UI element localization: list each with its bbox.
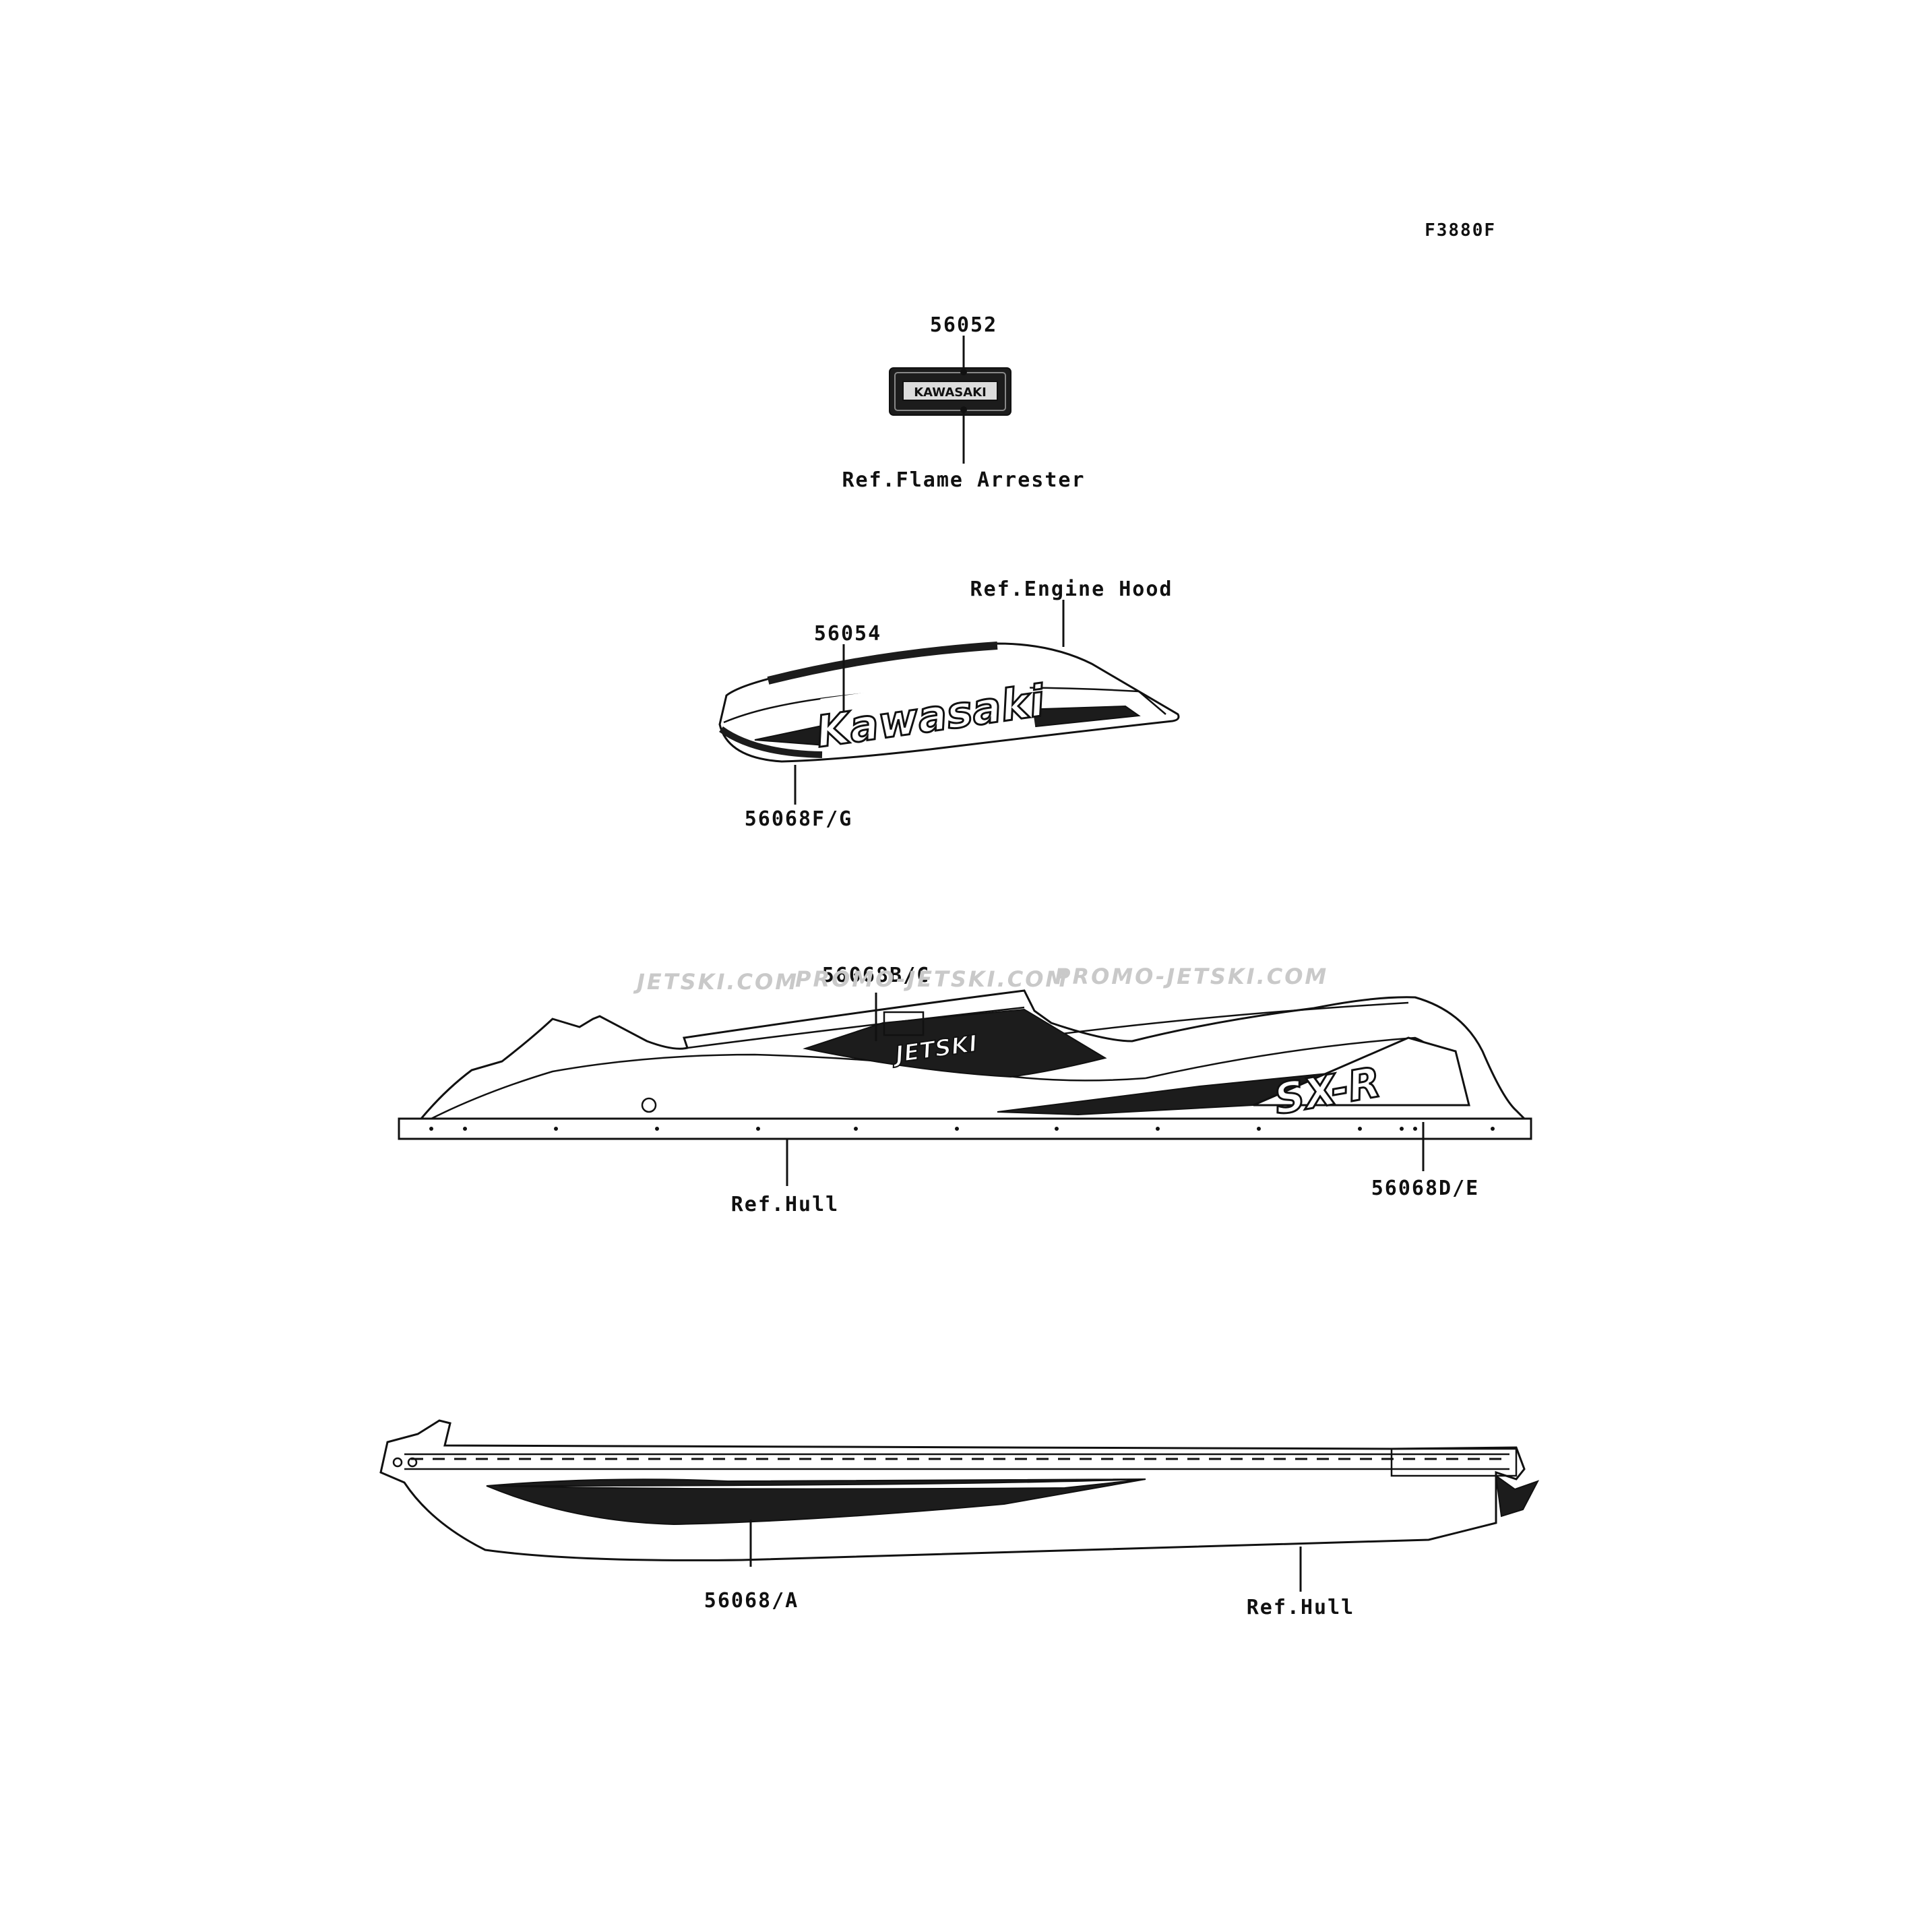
leader-dot [960,369,967,375]
figure-code: F3880F [1425,220,1496,241]
leader-dot [960,406,967,413]
engine-hood: Kawasaki [718,642,1180,763]
label-ref-engine-hood: Ref.Engine Hood [970,578,1173,601]
watermark: JETSKI.COM [633,969,799,995]
model-logo-text: SX-R [1270,1057,1384,1124]
label-ref-flame-arrester: Ref.Flame Arrester [842,468,1085,492]
label-56068a: 56068/A [704,1589,799,1613]
flame-arrester-emblem: KAWASAKI [889,367,1011,416]
label-ref-hull-1: Ref.Hull [731,1193,840,1216]
label-56054: 56054 [814,622,881,646]
watermark: PROMO-JETSKI.COM [1055,964,1328,989]
watermark: PROMO-JETSKI.COM [795,966,1069,992]
emblem-text: KAWASAKI [914,385,987,400]
hull-top-view [379,1419,1540,1561]
label-56068fg: 56068F/G [745,807,853,831]
label-56052: 56052 [930,313,997,337]
hull-side-view: JETSKI SX-R [398,989,1532,1140]
label-56068bc: 56068B/C [822,964,931,987]
label-56068de: 56068D/E [1371,1177,1480,1200]
label-ref-hull-2: Ref.Hull [1247,1596,1355,1619]
